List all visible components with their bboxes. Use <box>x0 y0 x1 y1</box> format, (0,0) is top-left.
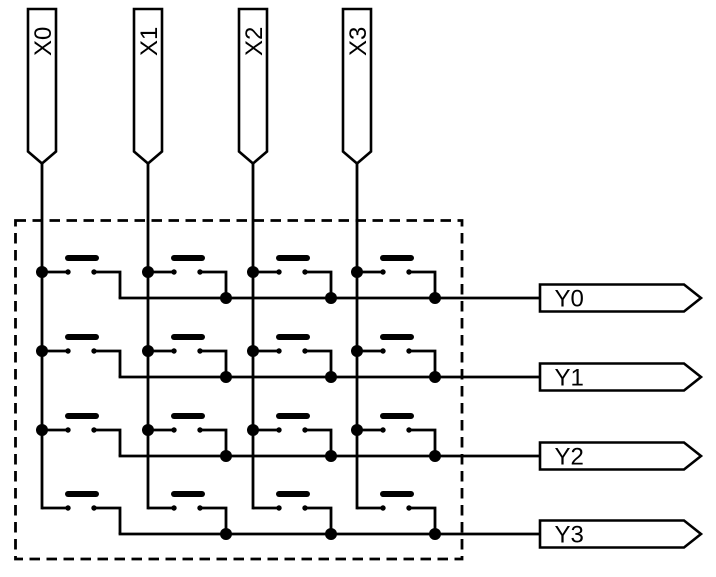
x-pin-0: X0 <box>26 7 58 166</box>
junction-dot <box>220 292 232 304</box>
junction-dot <box>325 371 337 383</box>
switch-r2-c2 <box>253 416 331 456</box>
junction-dot <box>36 345 48 357</box>
x-pin-3-shape <box>341 7 373 166</box>
y-pin-0: Y0 <box>538 283 704 313</box>
x-pin-1-shape <box>132 7 164 166</box>
junction-dot <box>429 371 441 383</box>
x-pin-2-label: X2 <box>241 27 268 56</box>
y-pin-1: Y1 <box>538 362 704 392</box>
junction-dot <box>247 266 259 278</box>
switch-r1-c2 <box>253 337 331 377</box>
y-pin-3-label: Y3 <box>555 522 584 549</box>
bus-junction-dots <box>220 292 441 540</box>
x-pin-2: X2 <box>237 7 269 166</box>
switch-r0-c0 <box>42 258 120 298</box>
y-pin-3-shape <box>538 519 704 549</box>
switch-r2-c3 <box>357 416 435 456</box>
y-pin-2-label: Y2 <box>555 444 584 471</box>
junction-dot <box>247 345 259 357</box>
junction-dot <box>351 345 363 357</box>
junction-dot <box>142 424 154 436</box>
switch-r0-c1 <box>148 258 226 298</box>
switch-r3-c1 <box>148 494 226 534</box>
junction-dot <box>247 424 259 436</box>
switch-r2-c0 <box>42 416 120 456</box>
junction-dot <box>325 528 337 540</box>
switch-r2-c1 <box>148 416 226 456</box>
junction-dot <box>142 266 154 278</box>
junction-dot <box>142 345 154 357</box>
switch-r0-c2 <box>253 258 331 298</box>
switch-r1-c3 <box>357 337 435 377</box>
y-pin-2: Y2 <box>538 441 704 471</box>
y-pin-3: Y3 <box>538 519 704 549</box>
y-pin-0-shape <box>538 283 704 313</box>
switch-r3-c3 <box>357 494 435 534</box>
x-pin-0-label: X0 <box>30 27 57 56</box>
y-pin-1-shape <box>538 362 704 392</box>
y-pin-0-label: Y0 <box>555 286 584 313</box>
x-pin-2-shape <box>237 7 269 166</box>
junction-dot <box>429 450 441 462</box>
junction-dot <box>220 450 232 462</box>
column-wires <box>40 162 359 510</box>
junction-dot <box>220 528 232 540</box>
x-pin-0-shape <box>26 7 58 166</box>
switch-r0-c3 <box>357 258 435 298</box>
junction-dot <box>351 266 363 278</box>
junction-dot <box>36 266 48 278</box>
junction-dot <box>325 292 337 304</box>
switch-r1-c1 <box>148 337 226 377</box>
switch-r1-c0 <box>42 337 120 377</box>
junction-dot <box>220 371 232 383</box>
junction-dot <box>351 424 363 436</box>
switch-r3-c0 <box>42 494 120 534</box>
x-pin-1: X1 <box>132 7 164 166</box>
junction-dot <box>429 528 441 540</box>
y-pin-2-shape <box>538 441 704 471</box>
x-pin-1-label: X1 <box>136 27 163 56</box>
y-pin-1-label: Y1 <box>555 365 584 392</box>
switch-r3-c2 <box>253 494 331 534</box>
junction-dot <box>325 450 337 462</box>
x-pin-3-label: X3 <box>345 27 372 56</box>
column-junction-dots <box>36 266 363 436</box>
x-pin-3: X3 <box>341 7 373 166</box>
matrix-boundary-box <box>14 219 464 561</box>
junction-dot <box>429 292 441 304</box>
junction-dot <box>36 424 48 436</box>
